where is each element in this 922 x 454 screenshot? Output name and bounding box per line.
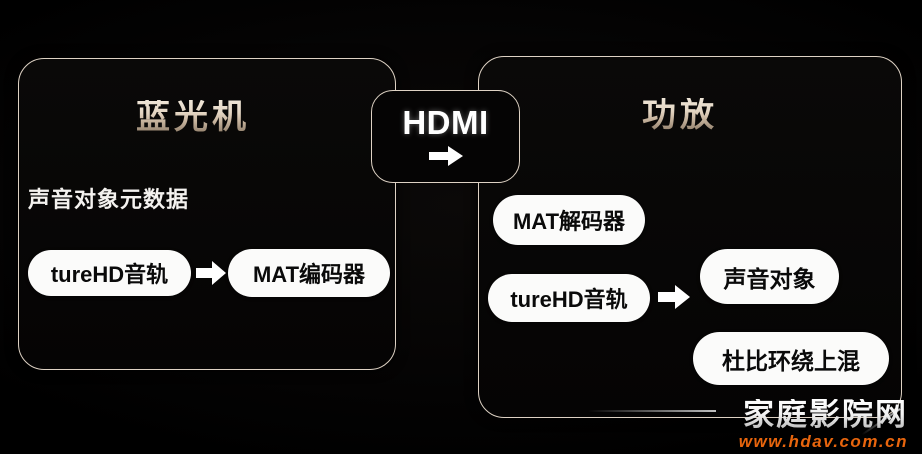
watermark-url: www.hdav.com.cn	[738, 432, 908, 451]
watermark-streak	[588, 410, 716, 412]
arrow-right-icon	[428, 146, 463, 166]
hdmi-connector-box: HDMI	[371, 90, 520, 183]
pill-mat-decoder: MAT解码器	[493, 195, 645, 245]
pill-dolby-surround-upmix: 杜比环绕上混	[693, 332, 889, 385]
pill-audio-object: 声音对象	[700, 249, 839, 304]
panel-source-device	[18, 58, 396, 370]
panel-title-amplifier: 功放	[642, 96, 718, 134]
pill-truehd-track-source: tureHD音轨	[28, 250, 191, 296]
pill-truehd-track-amplifier: tureHD音轨	[488, 274, 650, 322]
source-metadata-label: 声音对象元数据	[28, 187, 190, 212]
pill-mat-encoder: MAT编码器	[228, 249, 390, 297]
arrow-right-icon	[196, 261, 226, 285]
panel-title-source: 蓝光机	[136, 98, 250, 136]
arrow-right-icon	[658, 285, 690, 309]
hdmi-label: HDMI	[402, 104, 489, 141]
